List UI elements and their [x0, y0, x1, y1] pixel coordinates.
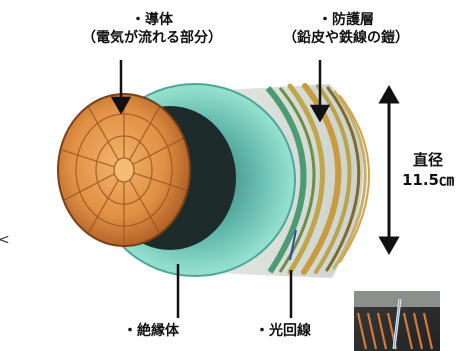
armor-label: ・防護層 （鉛皮や鉄線の鎧） — [248, 11, 444, 47]
edge-glyph: < — [0, 232, 10, 248]
conductor-label-line2: （電気が流れる部分） — [82, 30, 222, 46]
conductor-copper — [57, 93, 191, 247]
armor-label-line2: （鉛皮や鉄線の鎧） — [283, 30, 409, 46]
conductor-label-line1: ・導体 — [131, 12, 173, 28]
optical-fiber-label: ・光回線 — [255, 323, 311, 339]
diameter-label-line2: 11.5㎝ — [401, 171, 454, 189]
optical-fiber-strand — [289, 229, 297, 261]
fiber-closeup-photo — [354, 291, 440, 351]
diameter-arrow — [378, 84, 400, 256]
armor-leader-arrow — [309, 60, 331, 123]
insulation-label: ・絶縁体 — [123, 323, 179, 339]
armor-layer — [287, 83, 370, 275]
diameter-label: 直径 11.5㎝ — [389, 150, 467, 190]
conductor-label: ・導体 （電気が流れる部分） — [64, 11, 240, 47]
armor-label-line1: ・防護層 — [318, 12, 374, 28]
diameter-label-line1: 直径 — [412, 151, 443, 169]
conductor-leader-arrow — [110, 60, 132, 115]
